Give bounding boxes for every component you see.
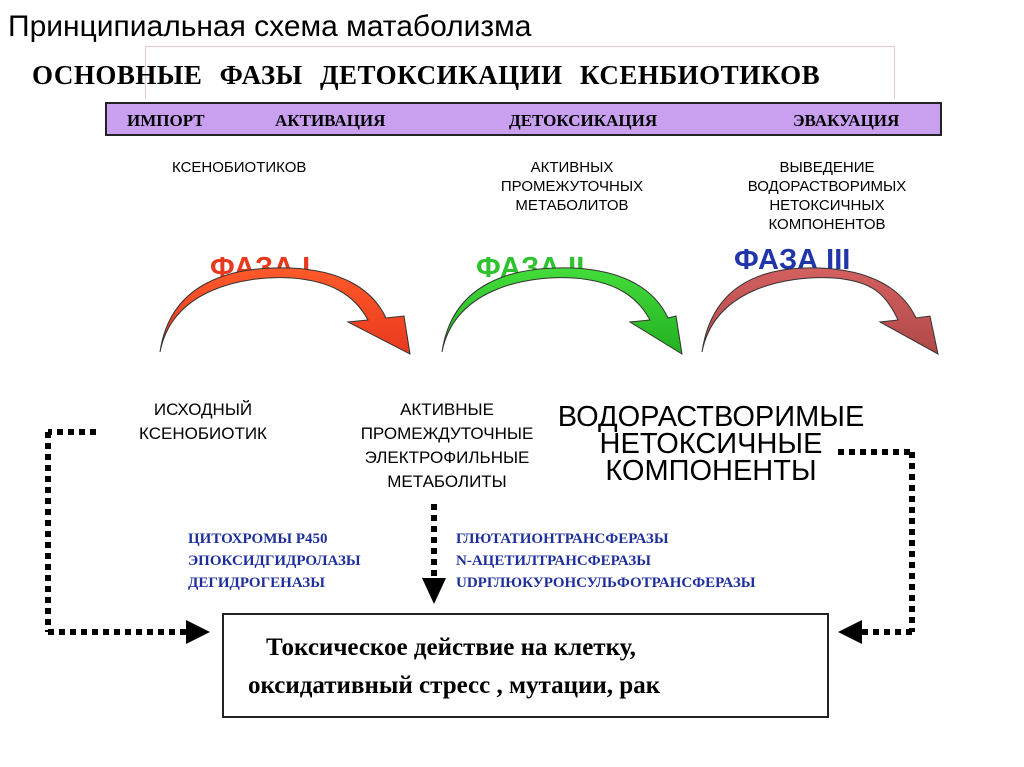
phase-1-arrow [159, 267, 411, 355]
enzyme-item: UDPГЛЮКУРОНСУЛЬФОТРАНСФЕРАЗЫ [456, 575, 756, 591]
toxic-effect-line-2: оксидативный стресс , мутации, рак [248, 672, 661, 699]
phase-2-enzymes: ГЛЮТАТИОНТРАНСФЕРАЗЫ N-АЦЕТИЛТРАНСФЕРАЗЫ… [456, 528, 755, 594]
node-water-soluble: ВОДОРАСТВОРИМЫЕ НЕТОКСИЧНЫЕ КОМПОНЕНТЫ [557, 401, 865, 487]
node-active-metabolites: АКТИВНЫЕ ПРОМЕЖДУТОЧНЫЕ ЭЛЕКТРОФИЛЬНЫЕ М… [360, 400, 534, 491]
right-connector-arrowhead [838, 620, 862, 644]
stage-import: ИМПОРТ [127, 111, 205, 130]
placeholder-frame [145, 46, 895, 99]
toxic-effect-line-1: Токсическое действие на клетку, [266, 634, 636, 661]
center-connector-arrowhead [422, 578, 446, 604]
stage-detox-desc: АКТИВНЫХ ПРОМЕЖУТОЧНЫХ МЕТАБОЛИТОВ [500, 159, 644, 214]
phase-1-enzymes: ЦИТОХРОМЫ Р450 ЭПОКСИДГИДРОЛАЗЫ ДЕГИДРОГ… [188, 528, 361, 594]
phase-stage-bar: ИМПОРТ АКТИВАЦИЯ ДЕТОКСИКАЦИЯ ЭВАКУАЦИЯ [105, 102, 942, 136]
stage-evacuation: ЭВАКУАЦИЯ [793, 111, 900, 130]
enzyme-item: ЭПОКСИДГИДРОЛАЗЫ [188, 553, 361, 569]
stage-evac-desc: ВЫВЕДЕНИЕ ВОДОРАСТВОРИМЫХ НЕТОКСИЧНЫХ КО… [747, 159, 907, 233]
node-source-xenobiotic: ИСХОДНЫЙ КСЕНОБИОТИК [139, 400, 267, 443]
left-connector-arrowhead [186, 620, 210, 644]
phase-3-arrow [701, 267, 939, 355]
stage-import-desc: КСЕНОБИОТИКОВ [172, 159, 307, 176]
main-heading: ОСНОВНЫЕ ФАЗЫ ДЕТОКСИКАЦИИ КСЕНБИОТИКОВ [32, 60, 821, 90]
slide-title: Принципиальная схема матаболизма [8, 10, 532, 43]
left-dotted-connector [45, 429, 190, 635]
enzyme-item: ЦИТОХРОМЫ Р450 [188, 531, 328, 547]
enzyme-item: ГЛЮТАТИОНТРАНСФЕРАЗЫ [456, 531, 669, 547]
enzyme-item: ДЕГИДРОГЕНАЗЫ [188, 575, 325, 591]
phase-2-arrow [441, 267, 683, 355]
stage-detox: ДЕТОКСИКАЦИЯ [509, 111, 658, 130]
stage-activation: АКТИВАЦИЯ [275, 111, 386, 130]
toxic-effect-box: Токсическое действие на клетку, оксидати… [222, 613, 829, 718]
right-dotted-connector [838, 449, 915, 635]
enzyme-item: N-АЦЕТИЛТРАНСФЕРАЗЫ [456, 553, 651, 569]
